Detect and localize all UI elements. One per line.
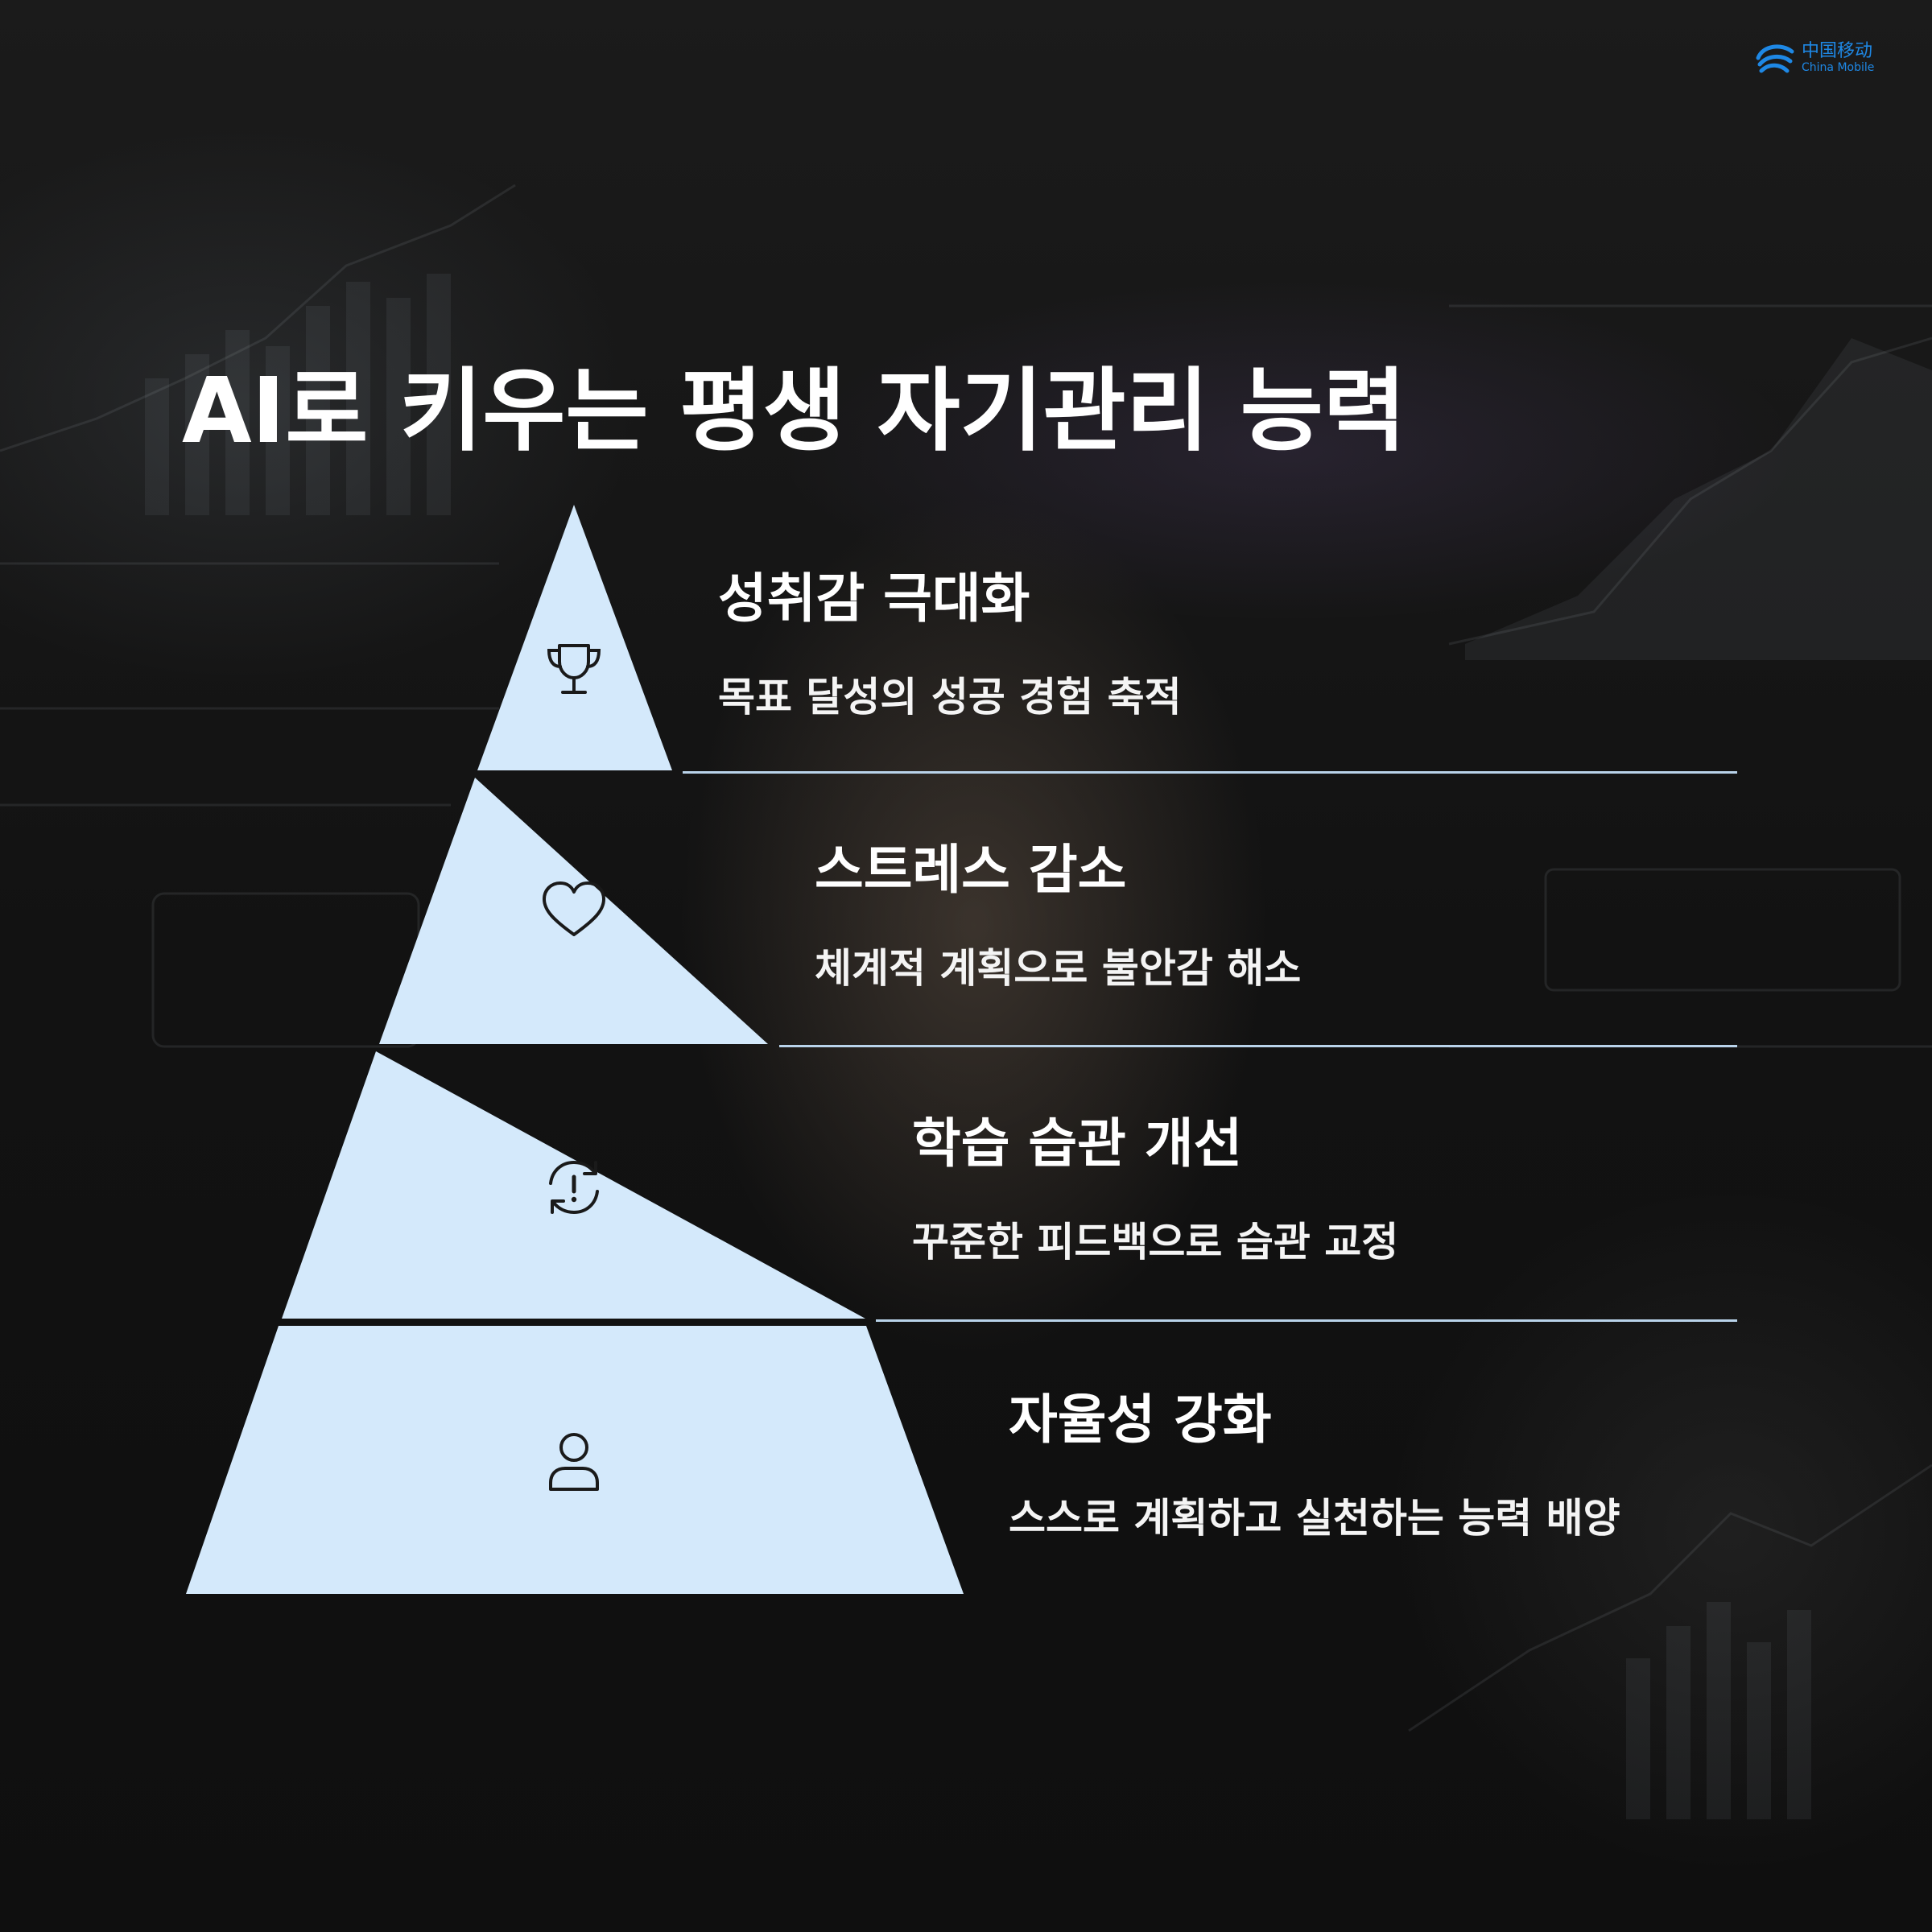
level-4-description: 스스로 계획하고 실천하는 능력 배양 xyxy=(1009,1486,1620,1544)
level-1-text: 성취감 극대화 목표 달성의 성공 경험 축적 xyxy=(718,555,1182,723)
level-3-description: 꾸준한 피드백으로 습관 교정 xyxy=(912,1210,1398,1268)
level-2-text: 스트레스 감소 체계적 계획으로 불안감 해소 xyxy=(815,827,1301,994)
level-2-divider xyxy=(779,1045,1737,1047)
heart-icon xyxy=(538,875,610,947)
level-1-description: 목표 달성의 성공 경험 축적 xyxy=(718,665,1182,723)
user-icon xyxy=(538,1425,610,1497)
level-2-description: 체계적 계획으로 불안감 해소 xyxy=(815,936,1301,994)
refresh-alert-icon xyxy=(538,1151,610,1224)
level-4-title: 자율성 강화 xyxy=(1009,1377,1620,1454)
level-1-divider xyxy=(683,771,1737,774)
level-3-divider xyxy=(876,1319,1737,1322)
level-2-title: 스트레스 감소 xyxy=(815,827,1301,904)
level-4-text: 자율성 강화 스스로 계획하고 실천하는 능력 배양 xyxy=(1009,1377,1620,1544)
level-1-title: 성취감 극대화 xyxy=(718,555,1182,633)
level-3-text: 학습 습관 개선 꾸준한 피드백으로 습관 교정 xyxy=(912,1100,1398,1268)
level-3-title: 학습 습관 개선 xyxy=(912,1100,1398,1178)
trophy-icon xyxy=(538,636,610,708)
